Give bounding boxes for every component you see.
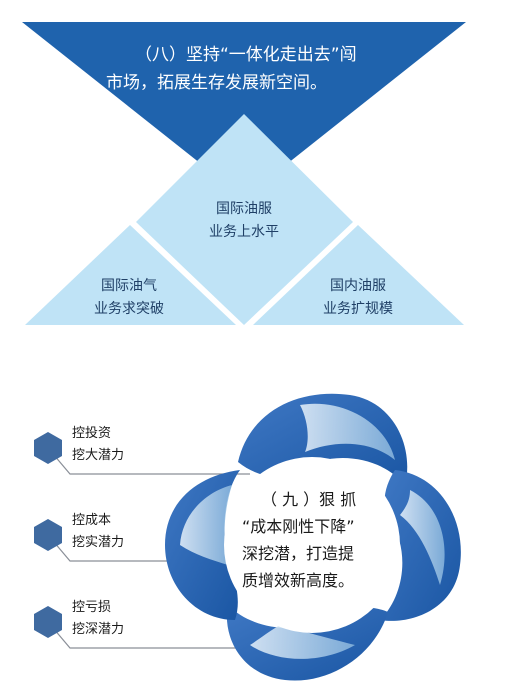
left-triangle-line1: 国际油气 — [101, 278, 157, 294]
item-1-line2: 挖大潜力 — [72, 448, 124, 463]
item-2-line2: 挖实潜力 — [72, 535, 124, 550]
pinwheel — [165, 393, 461, 681]
pinwheel-petal-bottom-highlight — [250, 625, 355, 659]
pinwheel-center-line2: “成本刚性下降” — [242, 517, 355, 536]
pinwheel-center-line3: 深挖潜，打造提 — [242, 544, 354, 563]
pinwheel-center — [224, 457, 400, 633]
top-heading-line2: 市场，拓展生存发展新空间。 — [106, 73, 327, 93]
left-triangle — [25, 225, 236, 325]
item-1-line1: 控投资 — [72, 425, 111, 441]
pinwheel-petal-left-highlight — [180, 485, 232, 565]
item-3-line2: 挖深潜力 — [72, 622, 124, 637]
pinwheel-petal-right-highlight — [400, 490, 445, 585]
pinwheel-center-line4: 质增效新高度。 — [242, 571, 354, 590]
right-triangle — [253, 225, 464, 325]
center-diamond-line1: 国际油服 — [216, 201, 272, 217]
left-triangle-line2: 业务求突破 — [94, 301, 164, 317]
top-heading-line1: （八）坚持“一体化走出去”闯 — [135, 45, 357, 65]
pinwheel-petal-top-highlight — [300, 403, 395, 460]
item-2-line1: 控成本 — [72, 513, 111, 528]
top-inverted-triangle — [22, 22, 466, 198]
center-diamond — [136, 114, 353, 325]
pinwheel-petal-right — [380, 470, 461, 621]
right-triangle-line1: 国内油服 — [330, 278, 386, 294]
pinwheel-center-line1: （ 九 ）狠 抓 — [261, 490, 356, 509]
item-3-line1: 控亏损 — [72, 600, 111, 615]
hexagon-icon-2 — [34, 519, 62, 551]
hexagon-icon-3 — [34, 606, 62, 638]
center-diamond-line2: 业务上水平 — [209, 224, 279, 240]
hexagon-icon-1 — [34, 432, 62, 464]
right-triangle-line2: 业务扩规模 — [323, 301, 393, 317]
